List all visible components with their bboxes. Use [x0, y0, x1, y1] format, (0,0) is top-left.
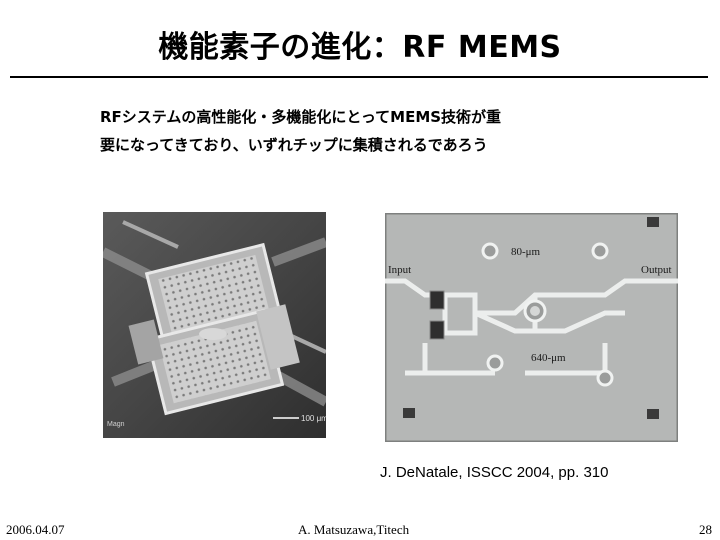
image-citation: J. DeNatale, ISSCC 2004, pp. 310: [380, 464, 609, 481]
stub-80um-label: 80-μm: [511, 246, 541, 258]
sem-info-label: Magn: [107, 421, 125, 428]
scale-bar-label: 100 μm: [301, 414, 326, 423]
mems-phase-shifter-drawing: Input Output 80-μm 640-μm: [385, 213, 678, 442]
footer-page-number: 28: [699, 522, 712, 537]
input-port-label: Input: [388, 264, 411, 276]
stub-640um-label: 640-μm: [531, 352, 566, 364]
footer-date: 2006.04.07: [6, 522, 65, 537]
mems-switch-sem-drawing: 100 μm Magn: [103, 212, 326, 438]
body-line-1: RFシステムの高性能化・多機能化にとってMEMS技術が重: [100, 108, 502, 126]
title-divider: [10, 76, 708, 78]
mems-switch-sem-photo: 100 μm Magn: [103, 212, 326, 438]
slide-title: 機能素子の進化：RF MEMS: [158, 30, 562, 65]
footer-author: A. Matsuzawa,Titech: [298, 522, 410, 537]
body-line-2: 要になってきており、いずれチップに集積されるであろう: [100, 136, 488, 154]
slide-body-text: RFシステムの高性能化・多機能化にとってMEMS技術が重 要になってきており、い…: [100, 103, 620, 159]
output-port-label: Output: [641, 264, 672, 276]
mems-phase-shifter-photo: Input Output 80-μm 640-μm: [385, 213, 678, 442]
